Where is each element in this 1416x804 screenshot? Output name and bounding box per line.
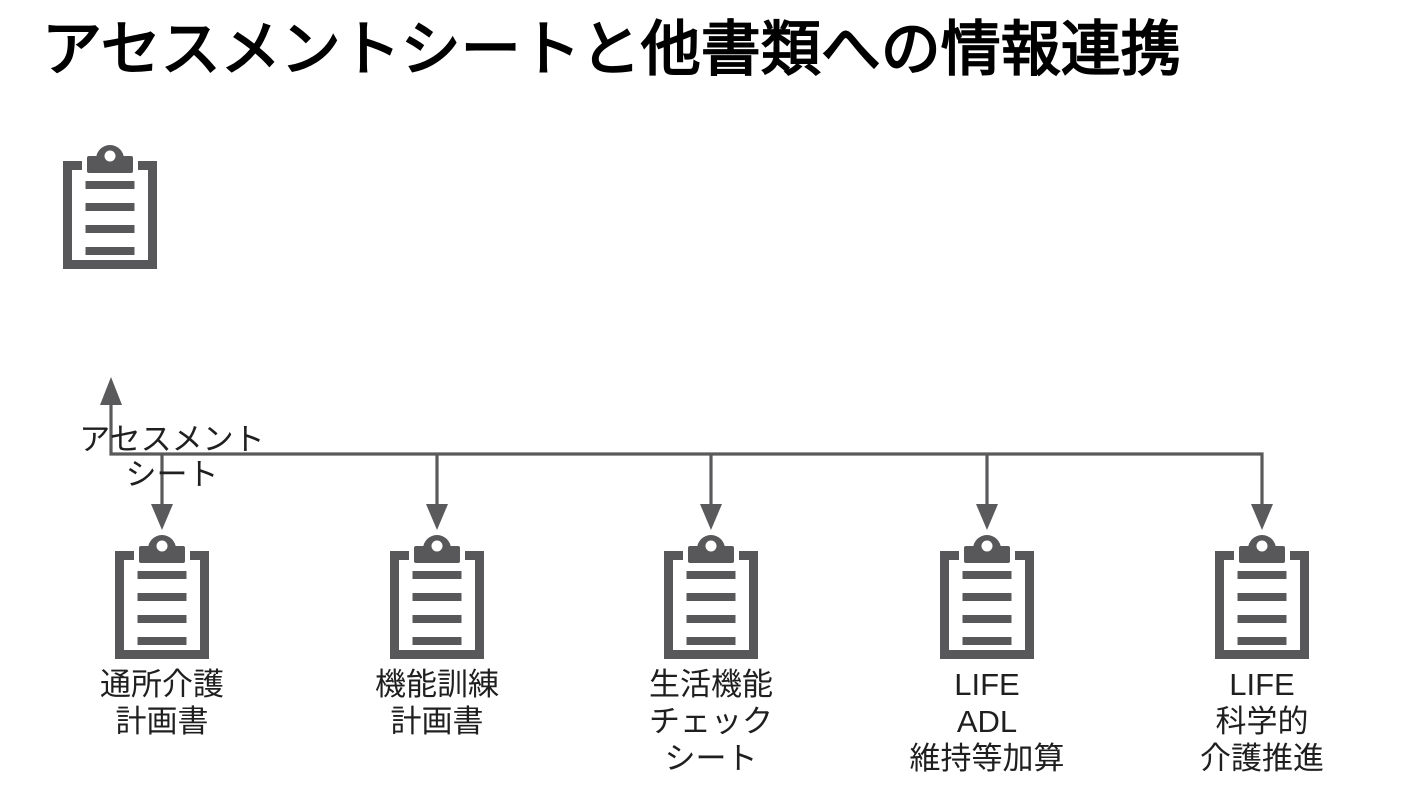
arrowhead-down-icon	[151, 504, 173, 530]
label-line: 生活機能	[649, 667, 773, 702]
node-label: LIFE ADL 維持等加算	[857, 666, 1117, 777]
label-line: シート	[664, 741, 758, 776]
node-day-care-plan: 通所介護 計画書	[100, 535, 224, 739]
arrowhead-down-icon	[700, 504, 722, 530]
label-line: 計画書	[390, 704, 484, 739]
label-line: 科学的	[1215, 704, 1309, 739]
clipboard-icon	[114, 535, 210, 659]
label-line: LIFE	[954, 667, 1020, 702]
node-label: 機能訓練 計画書	[307, 666, 567, 740]
label-line: 機能訓練	[375, 667, 499, 702]
node-assessment-sheet: アセスメント シート	[62, 145, 265, 492]
arrowhead-down-icon	[976, 504, 998, 530]
arrow-down-branches	[151, 454, 1273, 530]
arrowhead-up-icon	[100, 377, 122, 405]
label-line: ADL	[956, 704, 1018, 739]
node-functional-training-plan: 機能訓練 計画書	[375, 535, 499, 739]
label-line: LIFE	[1229, 667, 1295, 702]
label-line: チェック	[649, 704, 773, 739]
label-line: 介護推進	[1200, 741, 1324, 776]
node-life-function-check-sheet: 生活機能 チェック シート	[649, 535, 773, 776]
label-line: 通所介護	[100, 667, 224, 702]
node-label: LIFE 科学的 介護推進	[1132, 666, 1392, 777]
clipboard-icon	[62, 145, 158, 269]
arrowhead-down-icon	[426, 504, 448, 530]
label-line: アセスメント	[79, 422, 265, 457]
node-label: 生活機能 チェック シート	[581, 666, 841, 777]
clipboard-icon	[389, 535, 485, 659]
node-life-adl-maintenance-addition: LIFE ADL 維持等加算	[910, 535, 1065, 776]
node-life-scientific-care-promotion: LIFE 科学的 介護推進	[1200, 535, 1324, 776]
node-label: アセスメント シート	[52, 422, 292, 492]
label-line: 維持等加算	[909, 741, 1065, 776]
clipboard-icon	[1214, 535, 1310, 659]
label-line: シート	[125, 457, 219, 492]
slide-title: アセスメントシートと他書類への情報連携	[42, 16, 1181, 83]
node-label: 通所介護 計画書	[32, 666, 292, 740]
clipboard-icon	[939, 535, 1035, 659]
label-line: 計画書	[115, 704, 209, 739]
arrowhead-down-icon	[1251, 504, 1273, 530]
clipboard-icon	[663, 535, 759, 659]
